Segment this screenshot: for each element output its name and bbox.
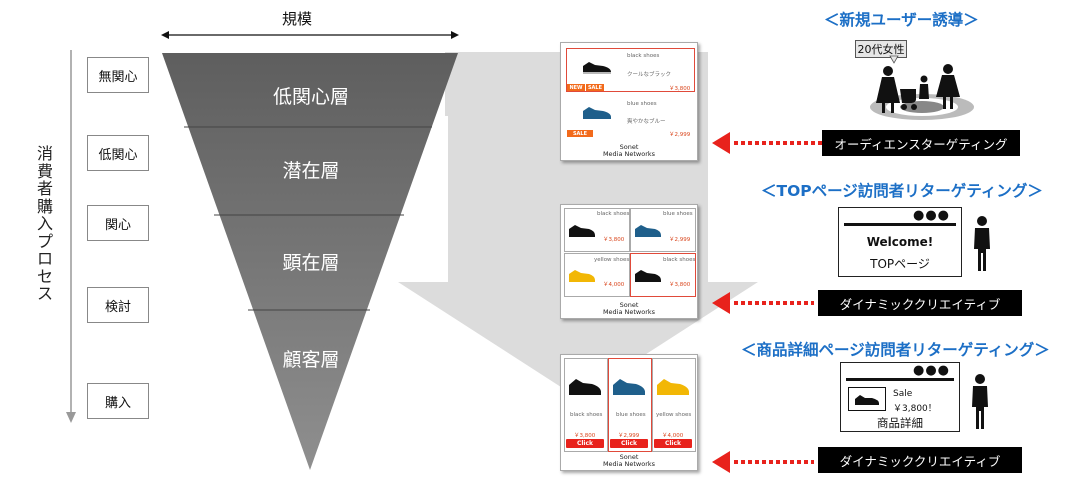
new-badge: NEW: [567, 84, 585, 91]
shoe-icon: [583, 62, 611, 75]
ad2-item-4-name: black shoes: [663, 257, 696, 263]
ad2-item-1-price: ￥3,800: [603, 237, 625, 243]
target-callout: 20代女性: [855, 40, 907, 58]
click-button[interactable]: Click: [654, 439, 692, 448]
section-1-header: ＜新規ユーザー誘導＞: [824, 11, 979, 29]
shoe-icon: [635, 270, 661, 282]
ad2-item-1-name: black shoes: [597, 211, 630, 217]
layer-apparent: 顕在層: [282, 252, 340, 274]
ad3-item-3-name: yellow shoes: [656, 412, 692, 418]
ad1-item-2-name: blue shoes: [627, 101, 657, 107]
section-3-header: ＜商品詳細ページ訪問者リターゲティング＞: [741, 341, 1050, 359]
ad1-item-2-desc: 爽やかなブルー: [627, 119, 666, 125]
ad1-item-2-price: ￥2,999: [669, 132, 691, 138]
ad3-item-2-name: blue shoes: [616, 412, 646, 418]
shoe-icon: [569, 270, 595, 282]
process-arrow: [66, 50, 76, 423]
ad1-item-1-price: ￥3,800: [669, 86, 691, 92]
top-page-window: ●●● Welcome! TOPページ: [838, 207, 962, 277]
stage-low-interest: 低関心: [87, 135, 149, 171]
ad3-item-3-price: ￥4,000: [662, 433, 684, 439]
product-detail-text: 商品詳細: [877, 416, 923, 430]
ad3-cell-2: [608, 358, 652, 452]
pointer-arrow-3: [712, 451, 814, 473]
person-icon: [972, 374, 988, 429]
ad-banner-1[interactable]: black shoes クールなブラック ￥3,800 NEW SALE blu…: [560, 42, 698, 161]
dynamic-creative-label-1: ダイナミッククリエイティブ: [818, 290, 1022, 316]
stage-purchase: 購入: [87, 383, 149, 419]
ad-banner-2[interactable]: black shoes blue shoes yellow shoes blac…: [560, 204, 698, 319]
ad3-item-1-price: ￥3,800: [574, 433, 596, 439]
ad1-item-1-desc: クールなブラック: [627, 72, 672, 78]
ad3-item-1-name: black shoes: [570, 412, 603, 418]
pointer-arrow-2: [712, 292, 814, 314]
ad-banner-3[interactable]: black shoes blue shoes yellow shoes ￥3,8…: [560, 354, 698, 471]
ad2-item-3-price: ￥4,000: [603, 282, 625, 288]
dynamic-creative-label-2: ダイナミッククリエイティブ: [818, 447, 1022, 473]
stage-indifferent: 無関心: [87, 57, 149, 93]
ad2-item-3-name: yellow shoes: [594, 257, 630, 263]
scale-label: 規模: [282, 10, 313, 28]
ad2-item-2-name: blue shoes: [663, 211, 693, 217]
window-bar: [846, 378, 954, 381]
ad2-item-4-price: ￥3,800: [669, 282, 691, 288]
ad2-cell-4: [630, 253, 696, 297]
shoe-icon: [635, 225, 661, 237]
audience-targeting-label: オーディエンスターゲティング: [822, 130, 1020, 156]
sale-text: Sale: [893, 389, 913, 399]
ad3-cell-1: [564, 358, 608, 452]
layer-latent: 潜在層: [282, 160, 340, 182]
layer-customer: 顧客層: [282, 349, 340, 371]
ad2-cell-2: [630, 208, 696, 252]
product-page-window: ●●● Sale ￥3,800！ 商品詳細: [840, 362, 960, 432]
sale-price: ￥3,800！: [893, 404, 937, 414]
sale-badge: SALE: [567, 130, 593, 137]
welcome-text: Welcome!: [866, 235, 934, 249]
ad1-item-1-frame: [566, 48, 695, 92]
pointer-arrow-1: [712, 132, 824, 154]
click-button[interactable]: Click: [566, 439, 604, 448]
section-2-header: ＜TOPページ訪問者リターゲティング＞: [761, 182, 1043, 200]
person-icon: [974, 216, 990, 271]
scale-double-arrow: [161, 31, 459, 39]
ad1-item-1-name: black shoes: [627, 53, 660, 59]
ad2-cell-1: [564, 208, 630, 252]
process-label: 消費者購入プロセス: [36, 144, 53, 303]
shoe-icon: [569, 225, 595, 237]
audience-icon: [870, 55, 974, 120]
layer-low-interest: 低関心層: [272, 86, 349, 108]
shoe-icon: [583, 107, 611, 119]
window-dots-icon: ●●●: [913, 363, 951, 378]
window-bar: [844, 223, 956, 226]
shoe-icon: [613, 379, 645, 395]
funnel: [162, 53, 458, 470]
sale-badge: SALE: [586, 84, 604, 91]
ad2-item-2-price: ￥2,999: [669, 237, 691, 243]
stage-interest: 関心: [87, 205, 149, 241]
product-thumb: [848, 387, 886, 411]
ad2-cell-3: [564, 253, 630, 297]
stage-consideration: 検討: [87, 287, 149, 323]
click-button[interactable]: Click: [610, 439, 648, 448]
shoe-icon: [855, 395, 879, 405]
top-page-text: TOPページ: [870, 257, 930, 271]
ad3-item-2-price: ￥2,999: [618, 433, 640, 439]
shoe-icon: [657, 379, 689, 395]
window-dots-icon: ●●●: [913, 208, 951, 223]
ad3-cell-3: [652, 358, 696, 452]
shoe-icon: [569, 379, 601, 395]
